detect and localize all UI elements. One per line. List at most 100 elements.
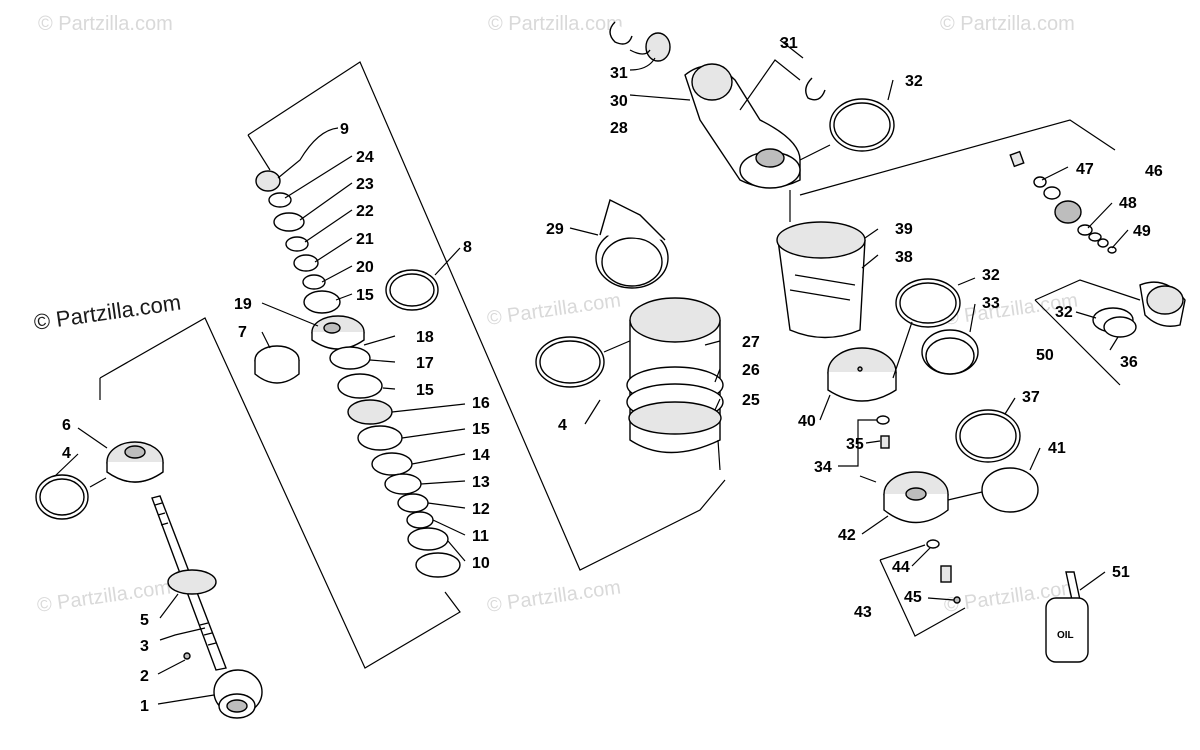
leader-line (861, 515, 889, 535)
leader-line (714, 398, 721, 411)
watermark: © Partzilla.com (486, 289, 623, 330)
callout-1: 1 (140, 698, 149, 715)
callout-42: 42 (838, 527, 856, 544)
leader-line (299, 182, 353, 221)
callout-32: 32 (905, 73, 923, 90)
leader-line (704, 340, 721, 346)
callout-17: 17 (416, 355, 434, 372)
leader-line (447, 540, 466, 562)
washer-part (1097, 238, 1109, 248)
callout-32: 32 (1055, 304, 1073, 321)
shim-part (371, 452, 413, 476)
leader-line (1087, 202, 1113, 229)
o-ring-part (899, 282, 957, 324)
leader-line (411, 453, 466, 465)
watermark-main: © Partzilla.com (32, 290, 182, 335)
leader-line (629, 94, 691, 101)
leader-line (887, 79, 894, 101)
leader-line (277, 127, 339, 179)
leader-line (861, 254, 879, 269)
leader-line (584, 399, 601, 425)
shim-part (384, 473, 422, 495)
ring-part (389, 273, 435, 307)
callout-41: 41 (1048, 440, 1066, 457)
watermark: © Partzilla.com (38, 13, 173, 35)
leader-line (335, 293, 353, 301)
bushing-part (645, 32, 671, 62)
valve-part (953, 596, 961, 604)
leader-line (157, 659, 186, 675)
knob-part (1054, 200, 1082, 224)
cylinder-top (629, 297, 721, 343)
bracket-line (838, 419, 877, 467)
callout-20: 20 (356, 259, 374, 276)
watermark: © Partzilla.com (36, 576, 173, 617)
callout-16: 16 (472, 395, 490, 412)
adjuster-body (1146, 285, 1184, 315)
callout-15: 15 (472, 421, 490, 438)
leader-line (1109, 336, 1119, 351)
reservoir-top (776, 221, 866, 259)
callout-6: 6 (62, 417, 71, 434)
callout-27: 27 (742, 334, 760, 351)
callout-45: 45 (904, 589, 922, 606)
callout-19: 19 (234, 296, 252, 313)
leader-line (892, 321, 913, 379)
leader-line (321, 265, 353, 283)
end-cap-hole (905, 487, 927, 501)
callout-43: 43 (854, 604, 872, 621)
leader-line (1041, 166, 1069, 181)
washer-part (1043, 186, 1061, 200)
shim-part (347, 399, 393, 425)
leader-line (434, 247, 461, 276)
callout-23: 23 (356, 176, 374, 193)
bracket-line (739, 59, 801, 111)
washer-part (302, 274, 326, 290)
leader-line (261, 331, 271, 349)
oil-bottle (1045, 597, 1089, 663)
piston-hole (323, 322, 341, 334)
floating-piston (827, 372, 897, 402)
callout-51: 51 (1112, 564, 1130, 581)
leader-line (927, 597, 955, 601)
callout-4: 4 (558, 417, 567, 434)
oil-bottle-label: OIL (1057, 630, 1074, 641)
leader-line (717, 439, 721, 471)
washer-part (1107, 246, 1117, 254)
callout-46: 46 (1145, 163, 1163, 180)
leader-line (427, 502, 466, 509)
leader-line (420, 480, 466, 485)
fitting-part (183, 652, 191, 660)
spring-collar (628, 401, 722, 435)
callout-50: 50 (1036, 347, 1054, 364)
leader-line (629, 49, 651, 55)
body-eyelet-bore (691, 63, 733, 101)
cap-part (599, 198, 666, 241)
leader-line (432, 519, 466, 536)
leader-line (401, 428, 466, 439)
callout-13: 13 (472, 474, 490, 491)
callout-48: 48 (1119, 195, 1137, 212)
reservoir-label-band (789, 274, 856, 301)
callout-30: 30 (610, 93, 628, 110)
bracket-line (247, 134, 271, 171)
watermark: © Partzilla.com (488, 13, 623, 35)
leader-line (779, 39, 804, 59)
valve-part (926, 539, 940, 549)
callout-22: 22 (356, 203, 374, 220)
leader-line (77, 427, 108, 449)
shim-part (337, 373, 383, 399)
callout-39: 39 (895, 221, 913, 238)
valve-part (876, 415, 890, 425)
leader-line (865, 440, 881, 444)
shim-part (397, 493, 429, 513)
band-part (925, 337, 975, 375)
shock-body-assembly: OIL (535, 21, 1186, 663)
leader-line (314, 237, 353, 263)
leader-line (864, 228, 879, 239)
callout-5: 5 (140, 612, 149, 629)
piston-part (311, 332, 365, 350)
leader-line (1004, 397, 1016, 415)
